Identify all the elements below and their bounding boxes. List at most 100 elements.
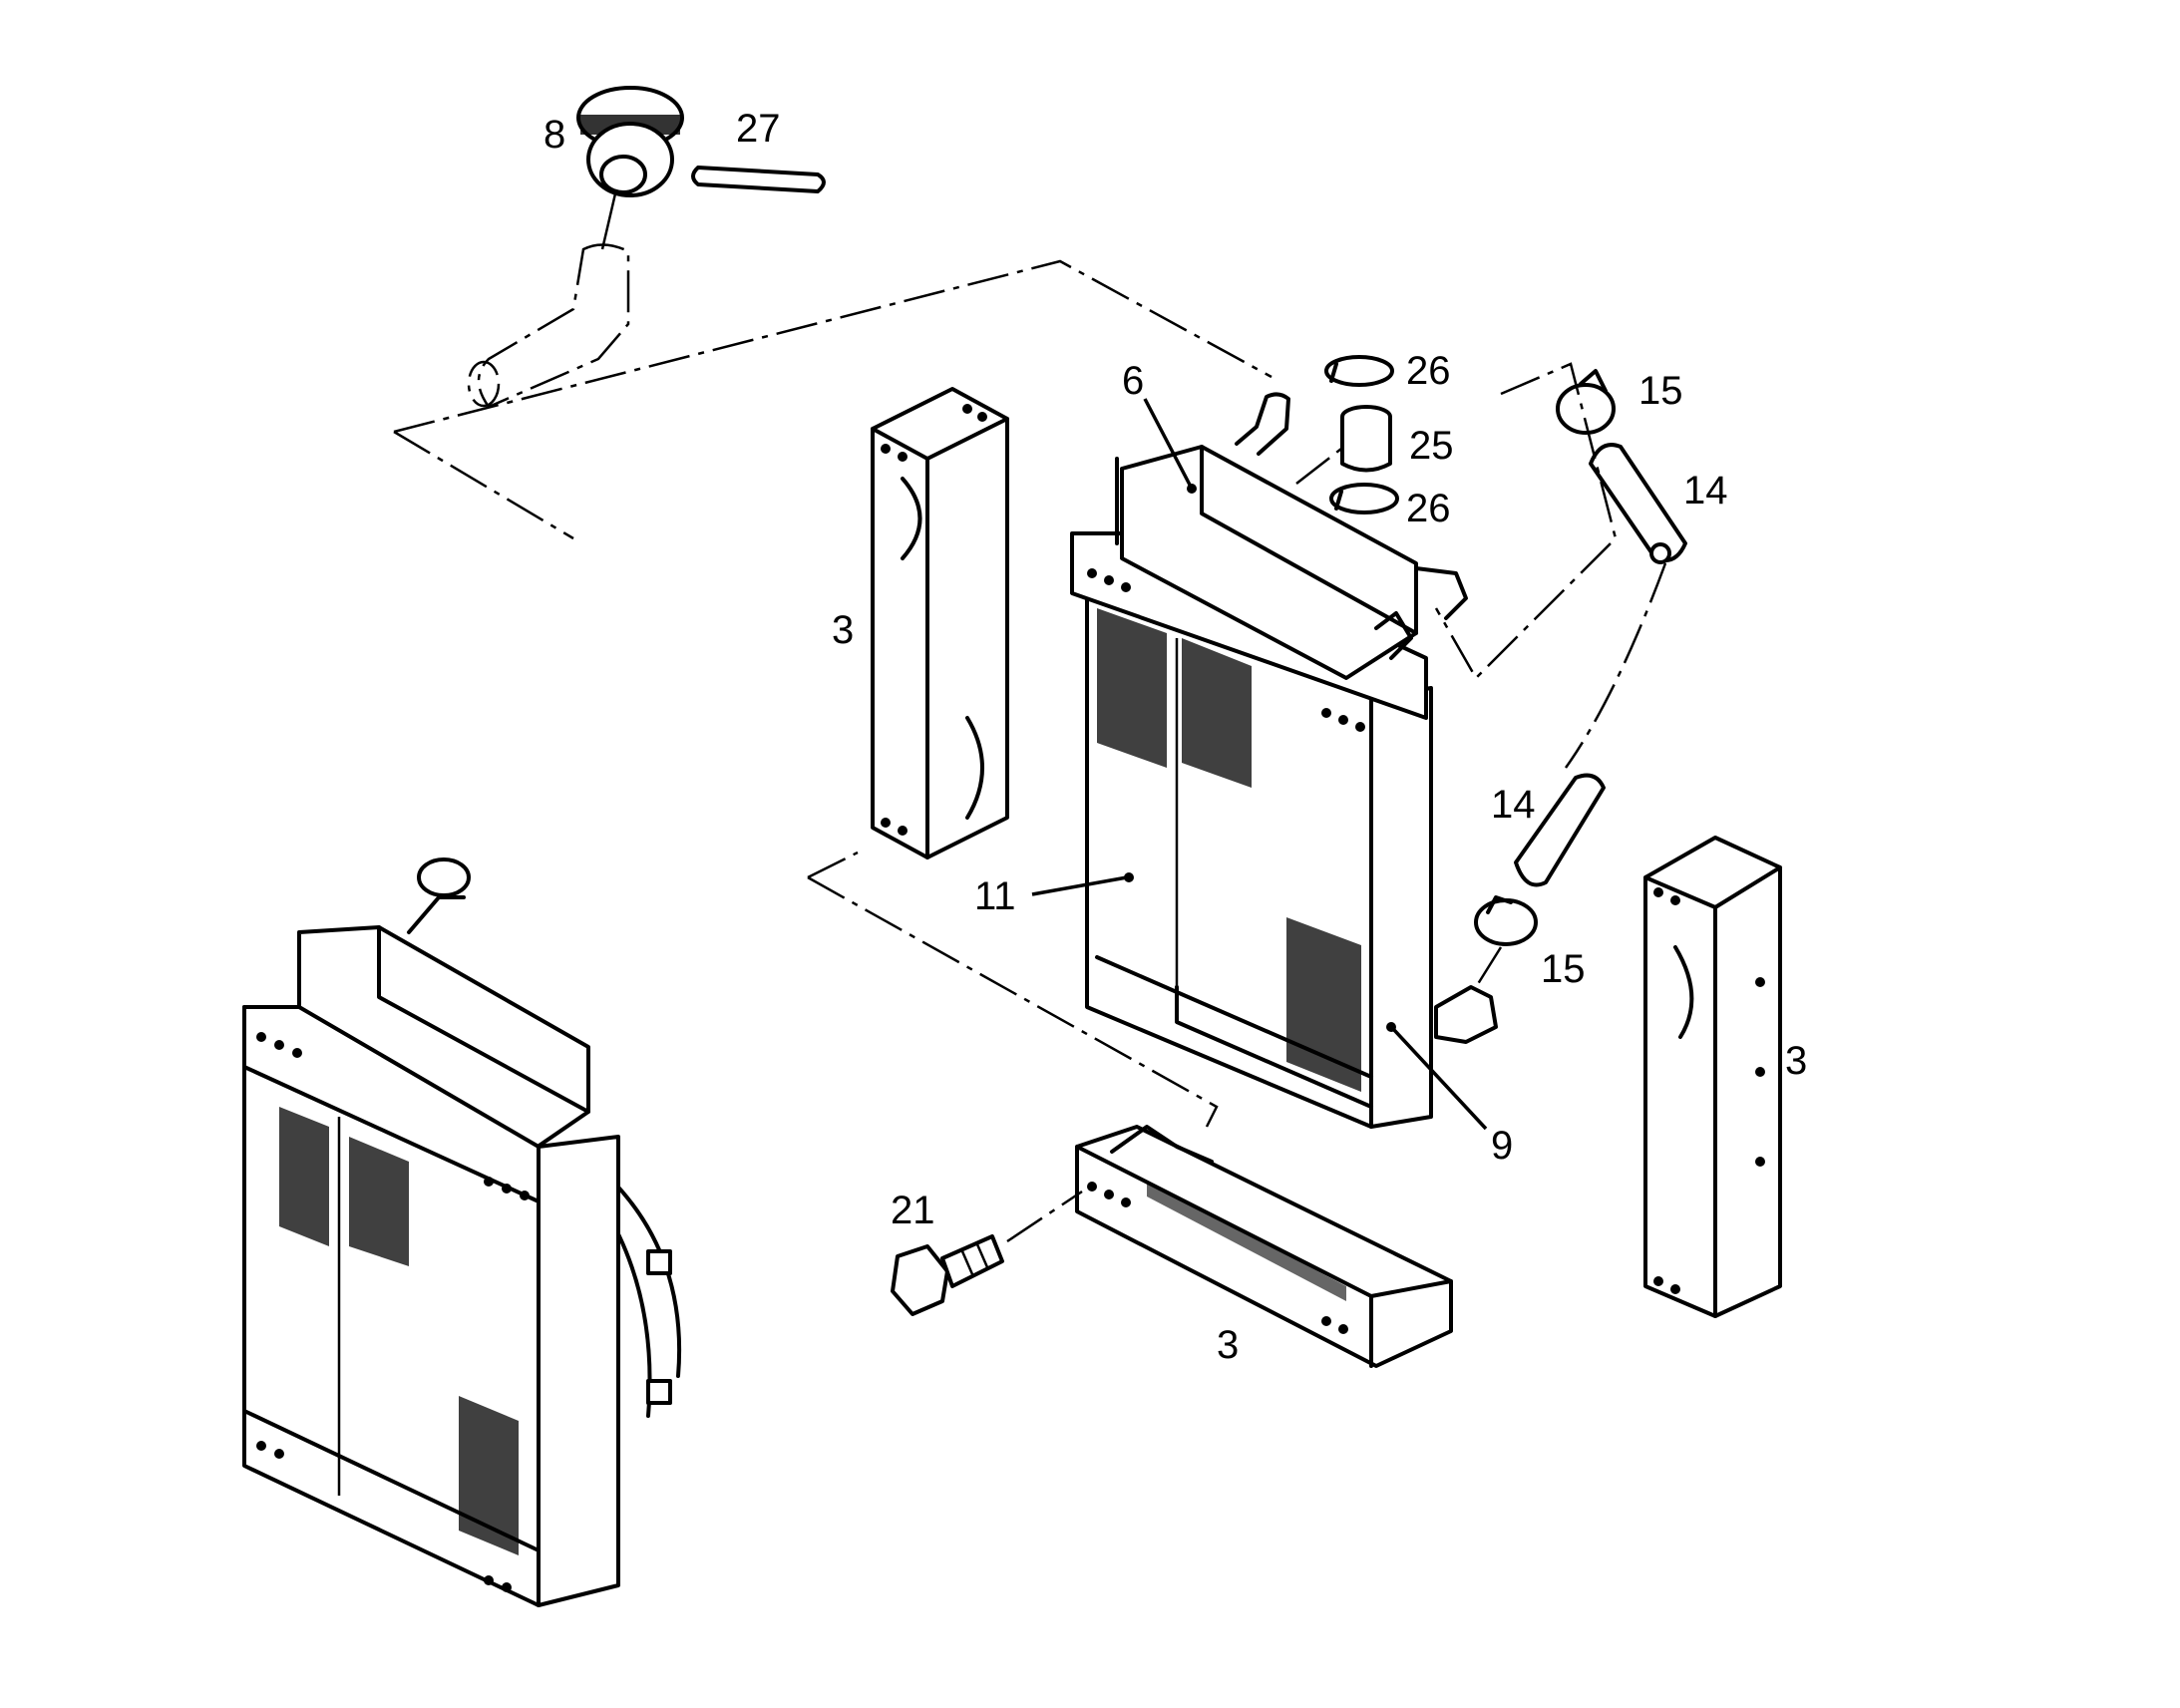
bolt-hole — [1321, 1316, 1331, 1326]
assembled-cap — [417, 857, 471, 897]
core-fins-1 — [1097, 608, 1167, 768]
side-bracket-3-left — [871, 387, 1009, 859]
bracket-cutout — [1673, 945, 1694, 1039]
bolt-hole — [1653, 1276, 1663, 1286]
bottom-bracket-flange — [1110, 1125, 1214, 1164]
assembled-filler-neck — [407, 895, 466, 934]
shroud-clamp — [646, 1379, 672, 1405]
bolt-thread — [975, 1243, 989, 1268]
clamp-ring — [1324, 355, 1394, 387]
clamp-26-upper — [1324, 355, 1394, 387]
bolt-hole — [1755, 977, 1765, 987]
filler-cap-8 — [576, 86, 684, 197]
callout-15-upper: 15 — [1638, 369, 1683, 413]
bolt-hole — [962, 404, 972, 414]
bolt-hole — [502, 1184, 512, 1194]
clamp-15-upper — [1556, 369, 1616, 435]
callout-9: 9 — [1491, 1124, 1513, 1168]
callout-8: 8 — [544, 113, 565, 157]
bolt-hole — [1755, 1157, 1765, 1167]
hose-assembly-line-upper — [1434, 362, 1618, 681]
hose-body — [1589, 443, 1687, 563]
bracket-cutout-2 — [965, 716, 984, 820]
core-fins-3 — [1286, 917, 1361, 1092]
clamp-tab — [1486, 895, 1513, 914]
pipe-27-body — [691, 166, 826, 193]
assembled-bottom-bracket — [242, 1409, 541, 1607]
core-11-leader-dot — [1124, 872, 1134, 882]
bolt-hole — [256, 1032, 266, 1042]
callout-14-lower: 14 — [1491, 783, 1536, 827]
bolt-hole — [898, 452, 908, 462]
pipe-27 — [691, 166, 826, 193]
filler-neck-dashed — [467, 188, 630, 409]
assembly-line-top-1 — [393, 259, 1272, 434]
clamp-ring — [1329, 483, 1399, 514]
callout-11: 11 — [974, 874, 1016, 918]
bolt-hole — [484, 1575, 494, 1585]
bolt-hole — [881, 444, 891, 454]
lower-outlet — [1434, 985, 1498, 1044]
bolt-hole — [274, 1449, 284, 1459]
callout-25: 25 — [1409, 424, 1454, 468]
clamp-tab — [1579, 369, 1608, 393]
core-9-leader-dot — [1386, 1022, 1396, 1032]
hose-14-lower — [1514, 773, 1606, 887]
clamp-15-lower — [1474, 895, 1538, 946]
tank-outlet — [1414, 566, 1468, 620]
callout-14-upper: 14 — [1683, 469, 1728, 512]
bracket-edge-top — [925, 417, 1009, 461]
callout-27: 27 — [736, 107, 781, 151]
bolt-hole — [1104, 1190, 1114, 1199]
clamp-ring — [1474, 898, 1538, 946]
bolt-hole — [1670, 1284, 1680, 1294]
bolt-hole — [256, 1441, 266, 1451]
bolt-head — [891, 1244, 949, 1316]
shroud-clamp — [646, 1249, 672, 1275]
leader-9 — [1392, 1028, 1488, 1131]
hose-assembly-line-lower — [1474, 946, 1503, 988]
assembled-top-tank-edge — [377, 925, 590, 1114]
callout-3-right: 3 — [1785, 1039, 1807, 1083]
bolt-hole — [898, 826, 908, 836]
bottom-bracket-rail — [1147, 1182, 1346, 1301]
callout-3-bottom: 3 — [1217, 1323, 1239, 1367]
assembled-core-side — [537, 1135, 620, 1607]
bolt-hole — [1121, 582, 1131, 592]
neck-end — [467, 360, 501, 408]
clamp-tab — [1329, 362, 1338, 383]
callout-15-lower: 15 — [1541, 947, 1586, 991]
core-fins-2 — [349, 1137, 409, 1266]
neck-outline — [477, 243, 630, 409]
hose-body — [1514, 773, 1606, 887]
sleeve-body — [1340, 417, 1392, 473]
bolt-hole — [520, 1191, 530, 1200]
sleeve-25 — [1340, 405, 1392, 473]
callout-21: 21 — [891, 1189, 935, 1232]
assembled-radiator — [242, 857, 682, 1607]
bracket-plate — [1643, 836, 1782, 1318]
bolt-hole — [1104, 575, 1114, 585]
assembled-top-bracket — [242, 1005, 541, 1203]
core-fins-2 — [1182, 638, 1252, 788]
sleeve-assembly-line — [1295, 448, 1342, 485]
bolt-21 — [891, 1234, 1004, 1316]
bolt-hole — [484, 1177, 494, 1187]
callout-26-upper: 26 — [1406, 349, 1451, 393]
bolt-shank — [940, 1234, 1004, 1288]
callout-3-left: 3 — [832, 608, 854, 652]
bolt-hole — [1755, 1067, 1765, 1077]
assembly-line-top-2 — [393, 430, 574, 540]
tank-edge — [1200, 445, 1418, 635]
leader-6 — [1143, 398, 1194, 490]
hose-route-line — [1564, 562, 1667, 769]
tank-lug — [1374, 611, 1413, 660]
bottom-bracket-3 — [1075, 1125, 1453, 1368]
bolt-hole — [881, 818, 891, 828]
bolt-hole — [1670, 895, 1680, 905]
bolt-hole — [1121, 1197, 1131, 1207]
bottom-bracket-lip — [1369, 1279, 1453, 1298]
cap-inner — [599, 155, 647, 194]
